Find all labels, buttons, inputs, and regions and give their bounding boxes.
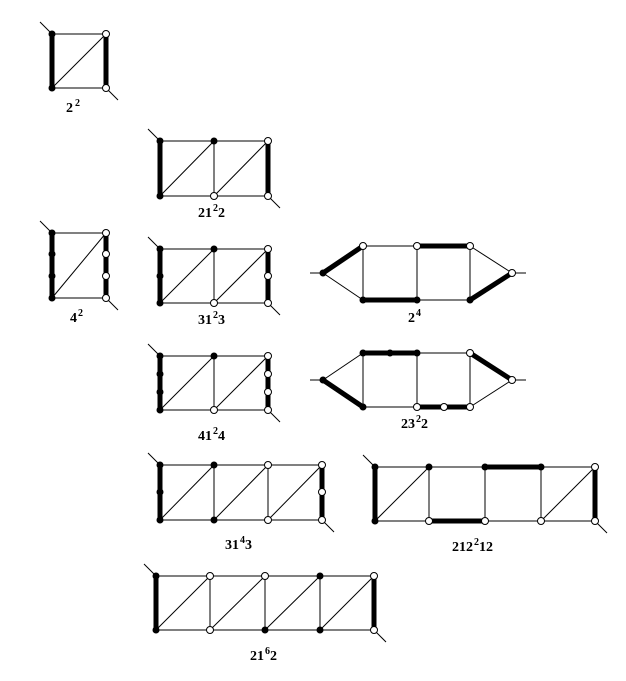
graph-label: 42: [70, 308, 83, 326]
graph-212-2-12: 212212: [362, 454, 608, 555]
graph-21-2-2: 2122: [147, 128, 281, 221]
graph-label: 24: [408, 308, 421, 326]
graph-label: 2122: [198, 203, 225, 221]
graph-4-2: 42: [39, 220, 119, 326]
graph-label: 3143: [225, 535, 252, 553]
graph-label: 2322: [401, 414, 428, 432]
graph-21-6-2: 2162: [143, 563, 387, 664]
graph-23-2-2: 2322: [310, 349, 526, 432]
graph-31-2-3: 3123: [147, 236, 281, 328]
graph-label: 212212: [452, 537, 493, 555]
graph-41-2-4: 4124: [147, 343, 281, 444]
graph-2-4: 24: [310, 242, 526, 326]
graph-label: 2162: [250, 646, 277, 664]
graph-label: 4124: [198, 426, 225, 444]
graph-label: 3123: [198, 310, 225, 328]
graph-31-4-3: 3143: [147, 452, 335, 553]
